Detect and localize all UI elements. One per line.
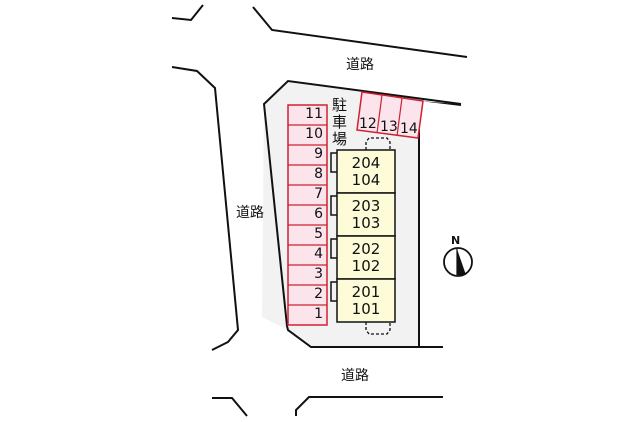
unit-block-2[interactable]: 202 102: [337, 241, 395, 275]
stall-4[interactable]: 4: [314, 246, 323, 262]
road-edge-bottom-right: [295, 396, 443, 416]
road-edge-top-left: [171, 4, 204, 22]
unit-204[interactable]: 204: [351, 154, 381, 172]
dashed-canopy-bottom: [365, 322, 391, 335]
stall-13[interactable]: 13: [380, 119, 398, 135]
parking-stalls-top: [356, 91, 424, 139]
parking-stalls-left: [287, 104, 328, 326]
unit-104[interactable]: 104: [351, 171, 381, 189]
road-edge-bottom-left: [212, 397, 248, 417]
road-label-bottom: 道路: [341, 368, 369, 384]
stall-7[interactable]: 7: [314, 186, 323, 202]
unit-101[interactable]: 101: [351, 300, 381, 318]
lot-boundary: [262, 79, 462, 348]
road-edge-top-right: [252, 6, 468, 58]
unit-block-1[interactable]: 201 101: [337, 284, 395, 318]
unit-block-4[interactable]: 204 104: [337, 155, 395, 189]
unit-block-3[interactable]: 203 103: [337, 198, 395, 232]
road-edge-left: [171, 66, 240, 351]
unit-201[interactable]: 201: [351, 283, 381, 301]
stall-11[interactable]: 11: [305, 106, 323, 122]
compass-icon: [443, 247, 473, 277]
road-label-top: 道路: [346, 57, 374, 73]
stall-5[interactable]: 5: [314, 226, 323, 242]
stall-2[interactable]: 2: [314, 286, 323, 302]
parking-label: 駐 車 場: [332, 96, 348, 148]
stall-9[interactable]: 9: [314, 146, 323, 162]
stall-3[interactable]: 3: [314, 266, 323, 282]
stall-12[interactable]: 12: [359, 116, 377, 132]
stall-10[interactable]: 10: [305, 126, 323, 142]
building: [330, 137, 396, 335]
compass-north-label: N: [451, 234, 461, 247]
road-label-left: 道路: [236, 205, 264, 221]
unit-202[interactable]: 202: [351, 240, 381, 258]
stall-1[interactable]: 1: [314, 306, 323, 322]
unit-103[interactable]: 103: [351, 214, 381, 232]
unit-203[interactable]: 203: [351, 197, 381, 215]
unit-102[interactable]: 102: [351, 257, 381, 275]
stall-6[interactable]: 6: [314, 206, 323, 222]
stall-14[interactable]: 14: [400, 121, 418, 137]
stall-8[interactable]: 8: [314, 166, 323, 182]
dashed-canopy-top: [365, 137, 391, 150]
